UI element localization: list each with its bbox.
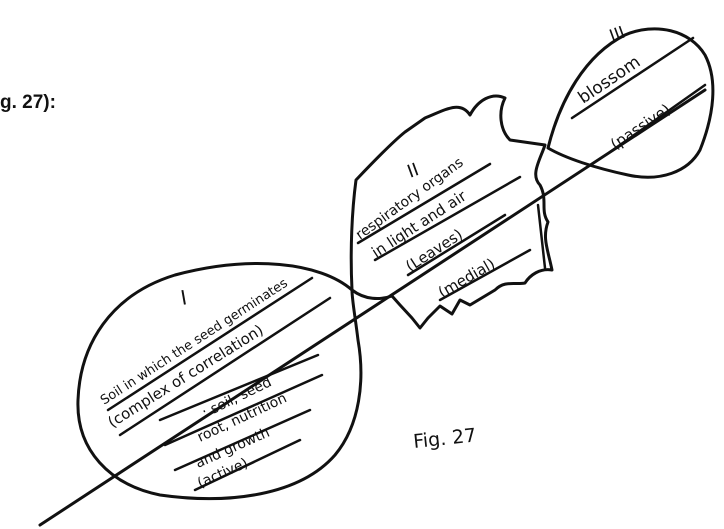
region-three-underlines: [570, 36, 707, 154]
region-one-numeral: I: [179, 285, 189, 310]
caption-fragment: g. 27):: [0, 92, 56, 113]
region-one-underlines: [106, 276, 332, 492]
figure-label: Fig. 27: [412, 424, 477, 452]
region-three-text: III blossom (passive): [575, 23, 674, 154]
region-three-line2: (passive): [607, 100, 674, 153]
region-three-line1: blossom: [575, 52, 645, 108]
main-axis-line: [38, 88, 707, 527]
region-three-numeral: III: [607, 23, 628, 47]
region-one-outline: [76, 262, 363, 501]
region-two-numeral: II: [405, 159, 422, 182]
region-two-text: II respiratory organs in light and air (…: [353, 155, 498, 302]
region-two-outline: [349, 94, 554, 330]
region-three-outline: [546, 27, 715, 179]
region-two-underlines: [356, 162, 547, 302]
